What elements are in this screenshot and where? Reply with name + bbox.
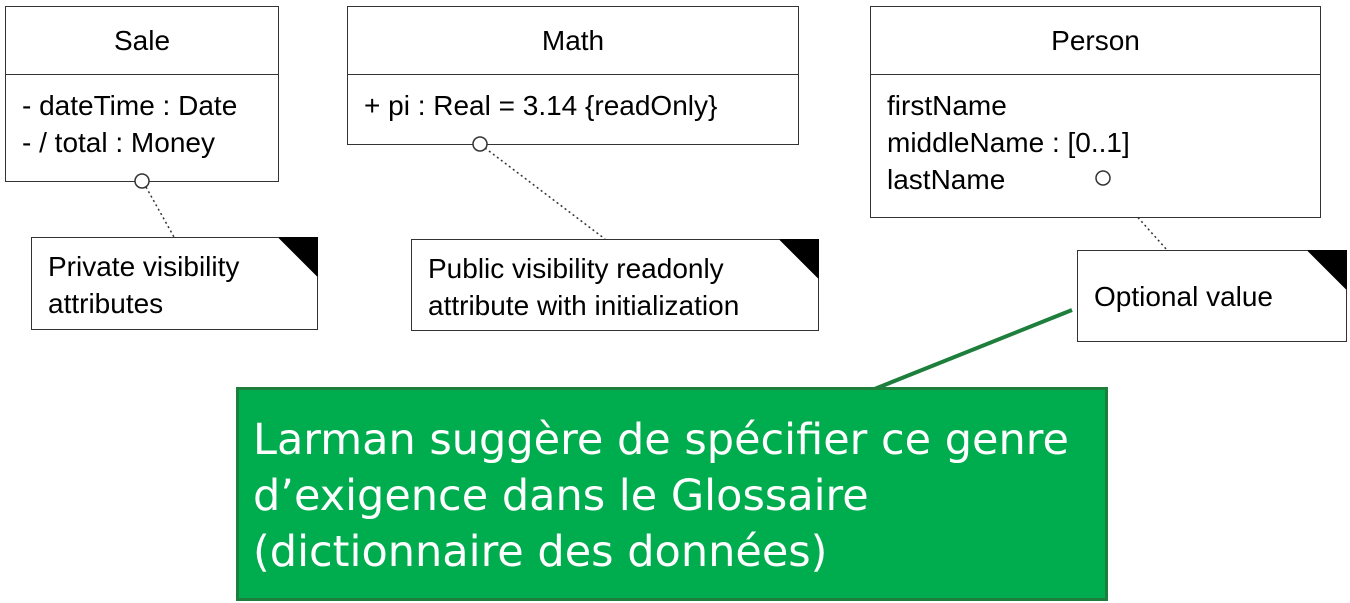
note-text: Optional value — [1094, 281, 1274, 312]
attribute: - / total : Money — [22, 127, 215, 158]
note-optional-value[interactable]: Optional value — [1077, 250, 1347, 342]
math-note-connector — [484, 147, 606, 240]
note-fold-icon — [779, 239, 819, 279]
attribute-list: + pi : Real = 3.14 {readOnly} — [348, 75, 798, 124]
note-text: Private visibility attributes — [48, 251, 240, 319]
attribute: + pi : Real = 3.14 {readOnly} — [364, 90, 718, 121]
callout-text: Larman suggère de spécifier ce genre d’e… — [253, 415, 1069, 577]
attribute-list: firstName middleName : [0..1] lastName — [871, 75, 1320, 198]
class-name: Math — [348, 7, 798, 75]
person-anchor-circle — [1095, 170, 1111, 186]
attribute: middleName : [0..1] — [887, 127, 1130, 158]
callout-pointer — [871, 308, 1073, 392]
attribute: - dateTime : Date — [22, 90, 238, 121]
note-private-visibility[interactable]: Private visibility attributes — [31, 237, 318, 330]
glossary-callout: Larman suggère de spécifier ce genre d’e… — [236, 387, 1108, 601]
class-name: Sale — [6, 7, 278, 75]
sale-anchor-circle — [134, 173, 150, 189]
note-text: Public visibility readonly attribute wit… — [428, 253, 740, 321]
attribute-list: - dateTime : Date - / total : Money — [6, 75, 278, 161]
class-sale[interactable]: Sale - dateTime : Date - / total : Money — [5, 6, 279, 182]
attribute: firstName — [887, 90, 1007, 121]
note-public-visibility[interactable]: Public visibility readonly attribute wit… — [411, 239, 819, 331]
note-fold-icon — [278, 237, 318, 277]
math-anchor-circle — [472, 136, 488, 152]
note-fold-icon — [1307, 250, 1347, 290]
class-name: Person — [871, 7, 1320, 75]
class-math[interactable]: Math + pi : Real = 3.14 {readOnly} — [347, 6, 799, 145]
attribute: lastName — [887, 164, 1006, 195]
class-person[interactable]: Person firstName middleName : [0..1] las… — [870, 6, 1321, 218]
